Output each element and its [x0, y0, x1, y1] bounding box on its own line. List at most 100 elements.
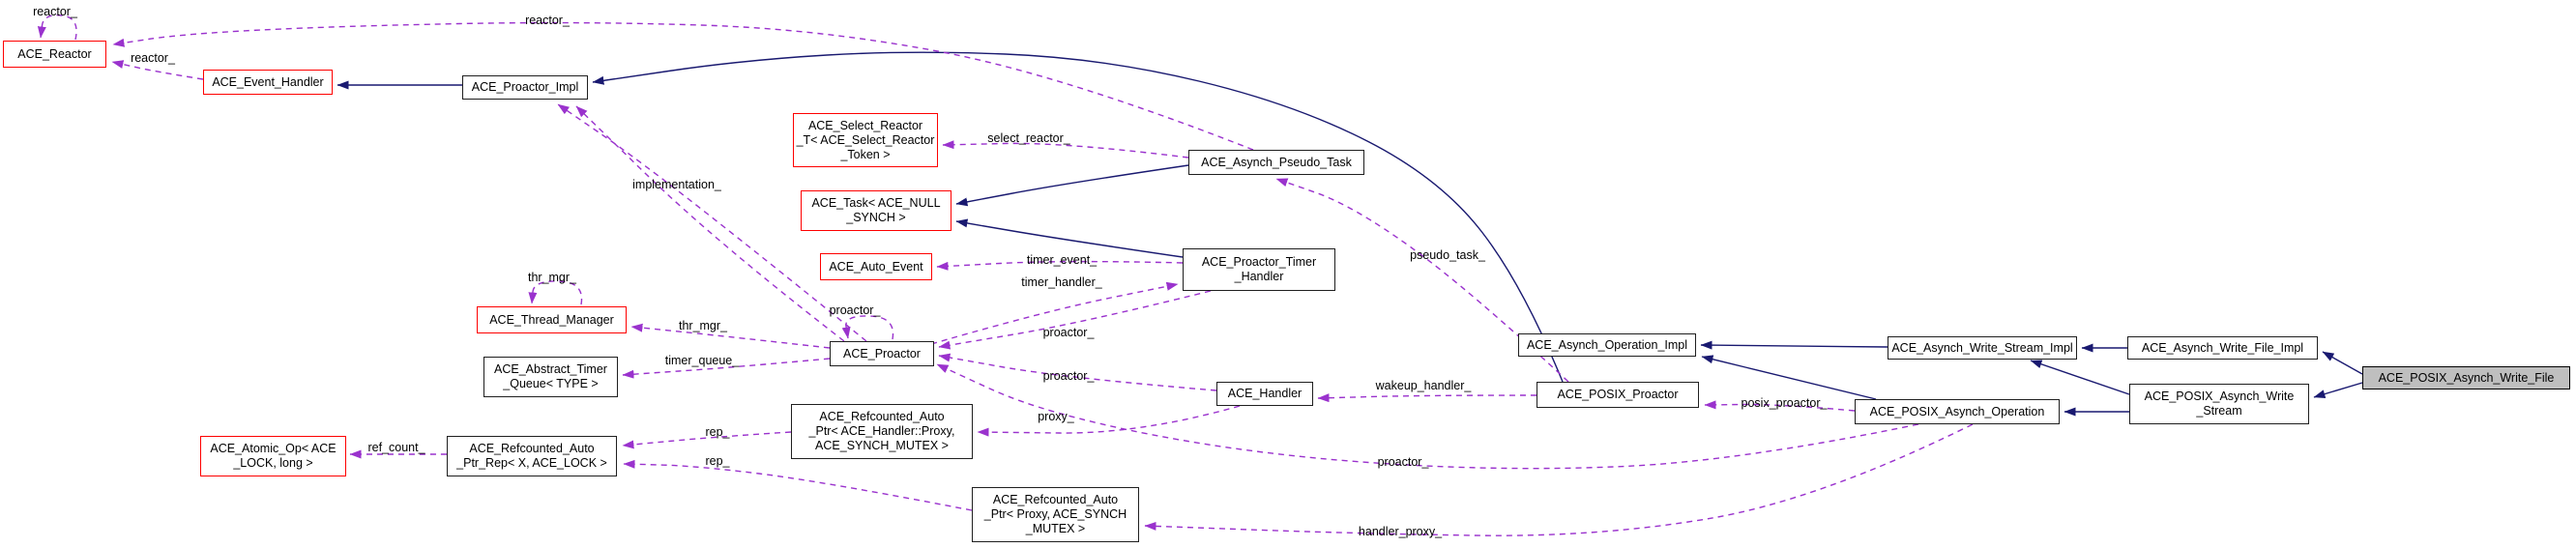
class-node-ACE_Handler[interactable]: ACE_Handler: [1216, 382, 1313, 406]
class-name-line: _T< ACE_Select_Reactor: [796, 132, 935, 147]
edge-label-implementation_: implementation_: [632, 178, 721, 191]
edge-ACE_Asynch_Pseudo_Task-to-ACE_Task_ACE_NULL_SYNCH: [955, 164, 1189, 207]
edge-ACE_Event_Handler-to-ACE_Reactor: [111, 60, 204, 80]
class-node-ACE_Thread_Manager[interactable]: ACE_Thread_Manager: [477, 306, 627, 333]
edge-label-select_reactor_: select_reactor_: [987, 131, 1070, 145]
class-name-line: ACE_SYNCH_MUTEX >: [815, 439, 949, 452]
class-node-ACE_Select_Reactor_T[interactable]: ACE_Select_Reactor_T< ACE_Select_Reactor…: [793, 113, 938, 167]
edge-ACE_POSIX_Asynch_Operation-to-ACE_POSIX_Proactor: [1704, 400, 1856, 412]
edge-ACE_Asynch_Write_Stream_Impl-to-ACE_Asynch_Operation_Impl: [1700, 340, 1888, 350]
edge-ACE_POSIX_Asynch_Operation-to-ACE_Asynch_Operation_Impl: [1701, 355, 1877, 400]
edge-ACE_Refcounted_Auto_Ptr_Proxy-to-ACE_Refcounted_Auto_Ptr_Rep: [623, 459, 973, 511]
class-name-line: _Ptr< ACE_Handler::Proxy,: [808, 424, 955, 438]
class-name-line: ACE_Abstract_Timer: [494, 362, 607, 376]
edge-ACE_Proactor-to-ACE_Proactor_Impl: [557, 103, 867, 342]
class-name-line: ACE_Atomic_Op< ACE: [210, 442, 337, 455]
class-name-line: ACE_Refcounted_Auto: [469, 442, 595, 455]
class-node-ACE_Refcounted_Auto_Ptr_Rep[interactable]: ACE_Refcounted_Auto_Ptr_Rep< X, ACE_LOCK…: [447, 436, 617, 476]
class-node-ACE_Asynch_Pseudo_Task[interactable]: ACE_Asynch_Pseudo_Task: [1188, 150, 1364, 175]
edge-ACE_Proactor_Timer_Handler-to-ACE_Task_ACE_NULL_SYNCH: [955, 218, 1184, 258]
edge-label-reactor_: reactor_: [131, 51, 175, 65]
class-name-line: ACE_Task< ACE_NULL: [811, 196, 941, 210]
edge-ACE_Proactor-to-ACE_Proactor_Impl: [575, 105, 845, 342]
class-name-line: ACE_Reactor: [17, 46, 92, 61]
class-name-line: _Stream: [2196, 404, 2242, 418]
class-node-ACE_Proactor_Impl[interactable]: ACE_Proactor_Impl: [462, 75, 588, 100]
class-node-ACE_POSIX_Asynch_Operation[interactable]: ACE_POSIX_Asynch_Operation: [1855, 399, 2060, 424]
class-node-ACE_Auto_Event[interactable]: ACE_Auto_Event: [820, 253, 932, 280]
class-name-line: ACE_Asynch_Operation_Impl: [1526, 337, 1688, 352]
class-name-line: _Token >: [840, 147, 891, 161]
edge-ACE_POSIX_Proactor-to-ACE_Asynch_Pseudo_Task: [1275, 178, 1569, 383]
edge-label-proactor_: proactor_: [829, 303, 881, 317]
edge-ACE_Proactor-to-ACE_Abstract_Timer_Queue: [622, 358, 831, 379]
edge-label-rep_: rep_: [705, 454, 730, 468]
class-name-line: ACE_Asynch_Pseudo_Task: [1201, 155, 1352, 169]
edge-ACE_Proactor_Timer_Handler-to-ACE_Proactor: [938, 290, 1212, 350]
class-name-line: ACE_Proactor_Impl: [471, 80, 579, 94]
edge-ACE_POSIX_Asynch_Write_File-to-ACE_POSIX_Asynch_Write_Stream: [2313, 382, 2363, 399]
edge-label-proxy_: proxy_: [1038, 410, 1074, 423]
class-node-ACE_POSIX_Asynch_Write_Stream[interactable]: ACE_POSIX_Asynch_Write_Stream: [2129, 384, 2309, 424]
class-name-line: ACE_Refcounted_Auto: [819, 410, 945, 423]
edge-ACE_POSIX_Asynch_Operation-to-ACE_Refcounted_Auto_Ptr_Proxy: [1144, 423, 1974, 536]
class-name-line: ACE_Asynch_Write_File_Impl: [2141, 340, 2304, 355]
class-node-ACE_Refcounted_Auto_Ptr_Proxy[interactable]: ACE_Refcounted_Auto_Ptr< Proxy, ACE_SYNC…: [972, 487, 1139, 542]
class-node-ACE_Asynch_Write_File_Impl[interactable]: ACE_Asynch_Write_File_Impl: [2127, 336, 2318, 360]
class-name-line: ACE_Handler: [1227, 387, 1303, 400]
class-node-ACE_Asynch_Operation_Impl[interactable]: ACE_Asynch_Operation_Impl: [1518, 333, 1696, 357]
edge-label-reactor_: reactor_: [33, 5, 77, 18]
class-node-ACE_POSIX_Asynch_Write_File: ACE_POSIX_Asynch_Write_File: [2362, 366, 2570, 389]
edge-label-wakeup_handler_: wakeup_handler_: [1375, 379, 1472, 392]
edge-ACE_Asynch_Pseudo_Task-to-ACE_Reactor: [112, 21, 1254, 151]
class-name-line: ACE_Refcounted_Auto: [992, 493, 1119, 506]
edge-label-ref_count_: ref_count_: [367, 441, 425, 454]
class-node-ACE_Proactor_Timer_Handler[interactable]: ACE_Proactor_Timer_Handler: [1183, 248, 1335, 291]
class-name-line: ACE_Proactor_Timer: [1201, 255, 1317, 269]
edge-label-thr_mgr_: thr_mgr_: [678, 319, 728, 332]
edge-label-timer_handler_: timer_handler_: [1021, 275, 1102, 289]
edge-ACE_Proactor_Timer_Handler-to-ACE_Auto_Event: [936, 260, 1184, 271]
class-name-line: ACE_POSIX_Proactor: [1557, 388, 1679, 401]
edge-label-proactor_: proactor_: [1042, 369, 1095, 383]
class-node-ACE_Reactor[interactable]: ACE_Reactor: [3, 41, 106, 68]
edge-label-proactor_: proactor_: [1377, 455, 1429, 469]
edge-ACE_POSIX_Proactor-to-ACE_Proactor_Impl: [592, 51, 1564, 383]
class-node-ACE_Proactor[interactable]: ACE_Proactor: [830, 341, 934, 366]
class-name-line: ACE_Asynch_Write_Stream_Impl: [1891, 340, 2073, 355]
class-name-line: _Ptr_Rep< X, ACE_LOCK >: [456, 456, 607, 470]
class-name-line: ACE_POSIX_Asynch_Operation: [1869, 404, 2045, 418]
edge-ACE_POSIX_Asynch_Write_File-to-ACE_Asynch_Write_File_Impl: [2322, 351, 2363, 375]
edge-ACE_Proactor-to-ACE_Proactor_Timer_Handler: [930, 281, 1179, 345]
edge-ACE_Proactor-to-ACE_Proactor: [841, 315, 894, 340]
edge-ACE_POSIX_Asynch_Write_Stream-to-ACE_Asynch_Write_Stream_Impl: [2030, 360, 2130, 395]
class-node-ACE_Task_ACE_NULL_SYNCH[interactable]: ACE_Task< ACE_NULL_SYNCH >: [801, 190, 951, 231]
class-node-ACE_Refcounted_Auto_Ptr_ACE_Handler_Proxy[interactable]: ACE_Refcounted_Auto_Ptr< ACE_Handler::Pr…: [791, 404, 973, 459]
class-name-line: ACE_Thread_Manager: [489, 312, 614, 327]
class-node-ACE_Abstract_Timer_Queue[interactable]: ACE_Abstract_Timer_Queue< TYPE >: [483, 357, 618, 397]
edge-label-proactor_: proactor_: [1042, 326, 1095, 339]
class-name-line: ACE_Event_Handler: [212, 74, 324, 89]
class-name-line: ACE_Proactor: [843, 346, 921, 361]
class-node-ACE_Atomic_Op[interactable]: ACE_Atomic_Op< ACE_LOCK, long >: [200, 436, 346, 476]
class-name-line: _Queue< TYPE >: [503, 377, 599, 390]
edge-label-pseudo_task_: pseudo_task_: [1410, 248, 1485, 262]
class-name-line: ACE_Select_Reactor: [807, 118, 923, 132]
class-name-line: _LOCK, long >: [233, 456, 313, 470]
edge-label-timer_queue_: timer_queue_: [664, 354, 740, 367]
class-node-ACE_Event_Handler[interactable]: ACE_Event_Handler: [203, 70, 333, 95]
edge-ACE_Proactor-to-ACE_Thread_Manager: [630, 323, 831, 349]
class-name-line: ACE_POSIX_Asynch_Write: [2144, 389, 2295, 403]
class-name-line: ACE_Auto_Event: [829, 259, 923, 274]
edge-label-thr_mgr_: thr_mgr_: [527, 271, 577, 284]
edge-ACE_Reactor-to-ACE_Reactor: [37, 14, 77, 41]
class-node-ACE_POSIX_Proactor[interactable]: ACE_POSIX_Proactor: [1537, 382, 1699, 408]
edge-ACE_Refcounted_Auto_Ptr_ACE_Handler_Proxy-to-ACE_Refcounted_Auto_Ptr_Rep: [622, 431, 792, 449]
edge-ACE_Handler-to-ACE_Refcounted_Auto_Ptr_ACE_Handler_Proxy: [977, 405, 1241, 437]
edge-label-rep_: rep_: [705, 425, 730, 439]
class-name-line: _MUTEX >: [1025, 522, 1086, 535]
class-name-line: ACE_POSIX_Asynch_Write_File: [2378, 370, 2555, 385]
class-node-ACE_Asynch_Write_Stream_Impl[interactable]: ACE_Asynch_Write_Stream_Impl: [1888, 336, 2077, 360]
